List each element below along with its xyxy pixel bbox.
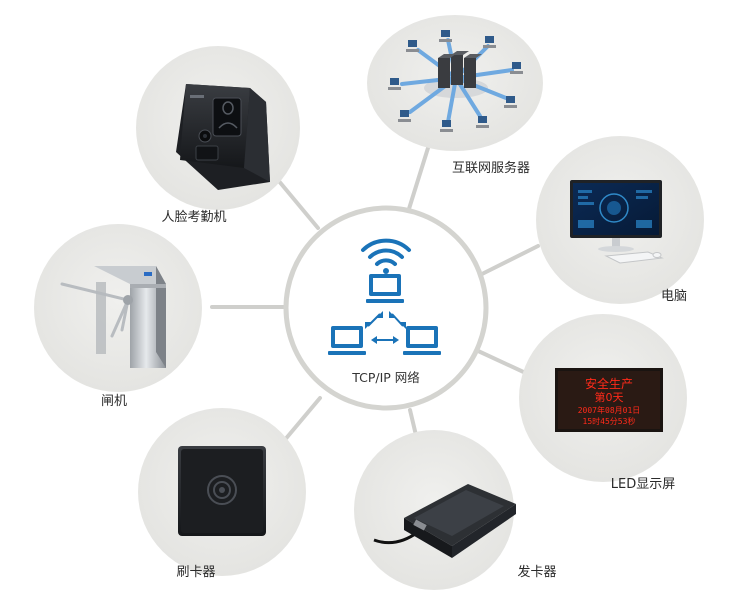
led-display-icon: 安全生产 第0天 2007年08月01日 15时45分53秒: [555, 368, 663, 432]
client-workstations: [390, 30, 521, 127]
card-reader-icon: [178, 446, 266, 536]
node-card-reader[interactable]: [138, 408, 306, 576]
node-card-issuer[interactable]: [354, 430, 516, 590]
connector-led-display: [474, 348, 532, 377]
network-computers-icon: [328, 274, 441, 355]
node-turnstile[interactable]: [34, 224, 202, 392]
label-face-attendance: 人脸考勤机: [161, 210, 227, 225]
label-internet-server: 互联网服务器: [451, 161, 531, 176]
server-network-icon: [388, 30, 523, 132]
face-attendance-terminal-icon: [176, 84, 270, 190]
node-internet-server[interactable]: [367, 15, 543, 151]
label-card-reader: 刷卡器: [176, 565, 216, 580]
turnstile-gate-icon: [60, 266, 166, 368]
led-line-3: 2007年08月01日: [578, 405, 641, 415]
card-issuer-icon: [373, 484, 516, 558]
hub-label: TCP/IP 网络: [352, 370, 420, 385]
node-face-attendance[interactable]: [136, 46, 300, 210]
desktop-computer-icon: [570, 180, 664, 264]
label-computer: 电脑: [660, 289, 688, 304]
node-computer[interactable]: [536, 136, 704, 304]
label-card-issuer: 发卡器: [517, 565, 557, 580]
led-line-1: 安全生产: [585, 376, 633, 391]
label-led-display: LED显示屏: [610, 477, 676, 492]
wifi-icon: [361, 238, 411, 274]
led-line-2: 第0天: [595, 390, 624, 404]
label-turnstile: 闸机: [100, 394, 128, 409]
node-led-display[interactable]: 安全生产 第0天 2007年08月01日 15时45分53秒: [519, 314, 687, 482]
connector-internet-server: [406, 146, 430, 214]
led-line-4: 15时45分53秒: [583, 416, 636, 426]
hub-circle: [283, 205, 489, 411]
connector-computer: [478, 244, 540, 277]
